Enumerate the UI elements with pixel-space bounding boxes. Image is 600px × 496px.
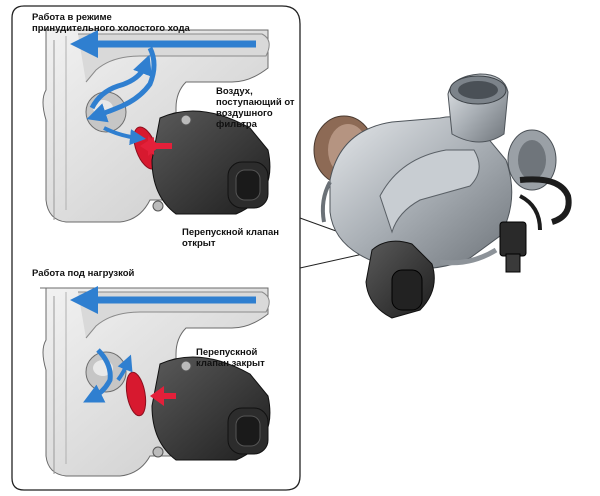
bottom-valve-label: Перепускной клапан закрыт: [196, 347, 265, 369]
top-valve-illustration: [40, 29, 271, 223]
top-valve-label: Перепускной клапан открыт: [182, 227, 279, 249]
bottom-valve-illustration: [40, 286, 271, 477]
bottom-panel-title: Работа под нагрузкой: [32, 268, 135, 279]
air-inflow-label: Воздух, поступающий от воздушного фильтр…: [216, 86, 295, 130]
turbocharger-render: [313, 73, 572, 319]
top-panel-title: Работа в режиме принудительного холостог…: [32, 12, 190, 34]
